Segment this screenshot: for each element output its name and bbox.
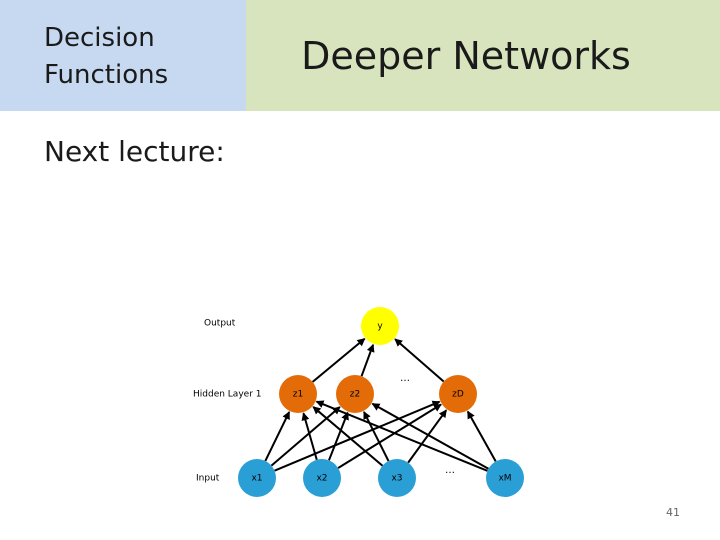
- title-header: [246, 0, 720, 111]
- subtitle: Next lecture:: [44, 135, 225, 168]
- edge-input-to-hidden: [407, 409, 448, 464]
- input-node-label: xM: [498, 474, 511, 484]
- slide-title: Deeper Networks: [301, 34, 631, 78]
- edge-input-to-hidden: [270, 406, 341, 467]
- edge-input-to-hidden: [337, 403, 442, 469]
- input-ellipsis: …: [445, 465, 455, 476]
- edge-input-to-hidden: [315, 400, 488, 472]
- input-node: [303, 459, 341, 497]
- hidden-node-label: z1: [293, 390, 303, 400]
- edge-hidden-to-output: [360, 343, 375, 377]
- layer-label: Input: [196, 474, 220, 484]
- input-node-label: x1: [251, 474, 262, 484]
- page-number: 41: [666, 506, 680, 519]
- hidden-node-label: zD: [452, 390, 464, 400]
- output-node: [361, 307, 399, 345]
- network-nodes: y z1 z2 … zD x1 x2 x3 … xM: [238, 307, 524, 497]
- section-header: [0, 0, 246, 111]
- input-node-label: x3: [391, 474, 402, 484]
- output-node-label: y: [377, 322, 383, 332]
- edge-input-to-hidden: [363, 410, 390, 462]
- edge-input-to-hidden: [328, 411, 349, 461]
- edge-hidden-to-output: [311, 337, 366, 383]
- connection-edges: [264, 337, 497, 472]
- hidden-ellipsis: …: [400, 373, 410, 384]
- edge-input-to-hidden: [466, 410, 497, 462]
- section-title: Decision Functions: [44, 23, 169, 90]
- edge-input-to-hidden: [264, 411, 291, 462]
- input-node-label: x2: [316, 474, 327, 484]
- hidden-node: [336, 375, 374, 413]
- edge-hidden-to-output: [394, 338, 445, 383]
- input-node: [486, 459, 524, 497]
- input-node: [238, 459, 276, 497]
- edge-input-to-hidden: [371, 402, 489, 470]
- input-node: [378, 459, 416, 497]
- hidden-node-label: z2: [350, 390, 360, 400]
- edge-input-to-hidden: [274, 400, 441, 472]
- hidden-node: [439, 375, 477, 413]
- layer-label: Hidden Layer 1: [193, 390, 261, 400]
- layer-label: Output: [204, 319, 236, 329]
- edge-input-to-hidden: [301, 412, 318, 461]
- hidden-node: [279, 375, 317, 413]
- edge-input-to-hidden: [312, 406, 384, 467]
